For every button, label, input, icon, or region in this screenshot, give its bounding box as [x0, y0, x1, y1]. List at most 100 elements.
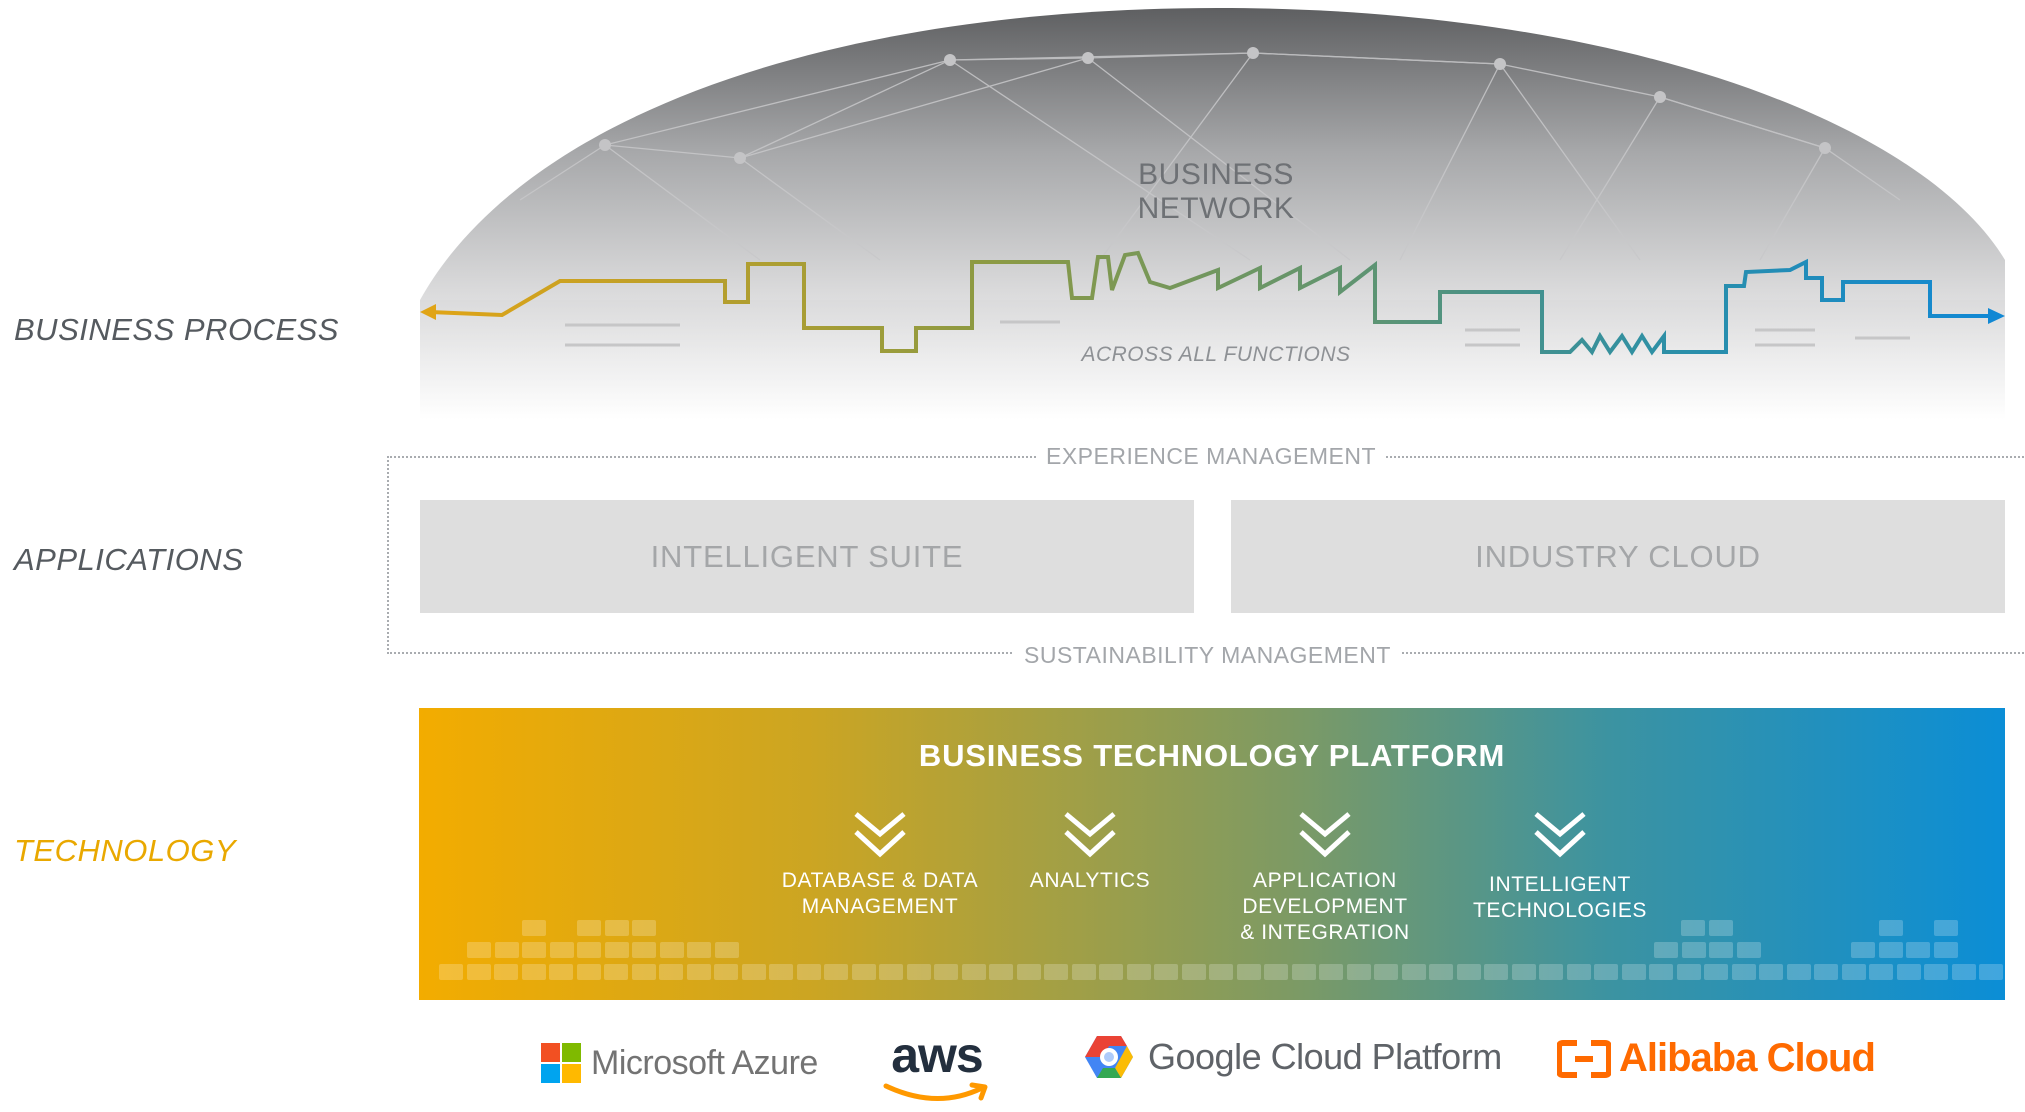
- platform-block: [769, 964, 793, 980]
- pillar-analytics: ANALYTICS: [1010, 810, 1170, 894]
- platform-block: [1841, 964, 1866, 980]
- platform-block: [1346, 964, 1371, 980]
- platform-block: [1621, 964, 1646, 980]
- pillar-application-development: APPLICATION DEVELOPMENT & INTEGRATION: [1220, 810, 1430, 946]
- network-nodes: [599, 47, 1831, 164]
- platform-block: [1704, 964, 1728, 980]
- platform-block: [1126, 964, 1151, 980]
- platform-block: [1851, 942, 1875, 958]
- platform-block: [1814, 964, 1838, 980]
- experience-management-label: EXPERIENCE MANAGEMENT: [1036, 443, 1386, 470]
- platform-block: [604, 964, 628, 980]
- platform-block: [522, 920, 546, 936]
- platform-block: [1681, 920, 1705, 936]
- platform-block: [1654, 942, 1678, 958]
- microsoft-azure-text: Microsoft Azure: [591, 1043, 818, 1082]
- platform-block: [1099, 964, 1123, 980]
- microsoft-logo-icon: [541, 1043, 581, 1083]
- pillar-database: DATABASE & DATA MANAGEMENT: [770, 810, 990, 920]
- platform-block: [1933, 942, 1958, 958]
- tier-label-technology: TECHNOLOGY: [14, 833, 237, 868]
- platform-block: [1484, 964, 1508, 980]
- platform-block: [576, 964, 601, 980]
- platform-block: [466, 964, 491, 980]
- provider-aws: aws: [882, 1030, 992, 1106]
- sustainability-management-label: SUSTAINABILITY MANAGEMENT: [1014, 642, 1401, 669]
- platform-block: [851, 964, 876, 980]
- double-chevron-down-icon: [1299, 812, 1351, 858]
- platform-block: [934, 964, 958, 980]
- network-subtitle: ACROSS ALL FUNCTIONS: [1081, 343, 1351, 366]
- platform-block: [879, 964, 903, 980]
- platform-block: [796, 964, 821, 980]
- platform-block: [1401, 964, 1426, 980]
- platform-block: [686, 964, 711, 980]
- platform-block: [1209, 964, 1233, 980]
- platform-block: [549, 942, 574, 958]
- platform-block: [1681, 942, 1706, 958]
- pillar-appdev-line2: DEVELOPMENT: [1242, 895, 1408, 918]
- pillar-appdev-line3: & INTEGRATION: [1240, 921, 1410, 944]
- platform-block: [1236, 964, 1261, 980]
- pillar-database-line1: DATABASE & DATA: [781, 869, 979, 892]
- platform-block: [549, 964, 573, 980]
- pillar-database-line2: MANAGEMENT: [801, 895, 959, 918]
- platform-block: [1759, 964, 1783, 980]
- platform-block: [1924, 964, 1948, 980]
- platform-block: [1649, 964, 1673, 980]
- skyline-details: [565, 320, 1910, 347]
- industry-cloud-label: INDUSTRY CLOUD: [1475, 538, 1761, 574]
- platform-block: [577, 920, 601, 936]
- platform-block: [522, 942, 546, 958]
- double-chevron-down-icon: [1534, 812, 1586, 858]
- platform-block: [1731, 964, 1756, 980]
- platform-block: [467, 942, 491, 958]
- platform-block: [714, 942, 739, 958]
- platform-block: [577, 942, 601, 958]
- pillar-appdev-line1: APPLICATION: [1253, 869, 1397, 892]
- tier-label-business-process: BUSINESS PROCESS: [14, 312, 339, 347]
- business-process-line: [429, 250, 1990, 356]
- platform-block: [906, 964, 931, 980]
- platform-block: [1264, 964, 1288, 980]
- platform-block: [494, 964, 518, 980]
- platform-block: [1979, 964, 2003, 980]
- platform-block: [1539, 964, 1563, 980]
- industry-cloud-box: INDUSTRY CLOUD: [1231, 500, 2005, 613]
- platform-block: [632, 942, 656, 958]
- alibaba-cloud-text: Alibaba Cloud: [1619, 1036, 1876, 1080]
- platform-block: [1869, 964, 1893, 980]
- double-chevron-down-icon: [1064, 812, 1116, 858]
- google-cloud-text: Google Cloud Platform: [1148, 1036, 1502, 1077]
- process-ground: [420, 300, 2005, 420]
- platform-block: [1709, 920, 1733, 936]
- platform-block: [1951, 964, 1976, 980]
- platform-block: [1906, 942, 1930, 958]
- platform-block: [1456, 964, 1481, 980]
- double-chevron-down-icon: [854, 812, 906, 858]
- platform-block: [439, 964, 463, 980]
- platform-block: [1429, 964, 1453, 980]
- business-technology-platform: BUSINESS TECHNOLOGY PLATFORM DATABASE & …: [419, 708, 2005, 1000]
- platform-block: [1896, 964, 1921, 980]
- platform-block: [605, 920, 629, 936]
- platform-block: [1071, 964, 1096, 980]
- platform-block: [659, 942, 684, 958]
- platform-block: [961, 964, 986, 980]
- platform-block: [1736, 942, 1761, 958]
- platform-block: [989, 964, 1013, 980]
- platform-block: [631, 964, 656, 980]
- platform-block: [687, 942, 711, 958]
- platform-block: [714, 964, 738, 980]
- aws-text: aws: [891, 1027, 984, 1083]
- platform-title: BUSINESS TECHNOLOGY PLATFORM: [918, 738, 1506, 773]
- platform-block: [1676, 964, 1701, 980]
- platform-block: [494, 942, 519, 958]
- platform-block: [1878, 942, 1903, 958]
- arrow-right-icon: [1988, 308, 2005, 324]
- provider-microsoft-azure: Microsoft Azure: [541, 1043, 818, 1083]
- platform-block: [1709, 942, 1733, 958]
- pillar-intelligent-line1: INTELLIGENT: [1489, 873, 1631, 896]
- platform-block: [1511, 964, 1536, 980]
- platform-block: [1374, 964, 1398, 980]
